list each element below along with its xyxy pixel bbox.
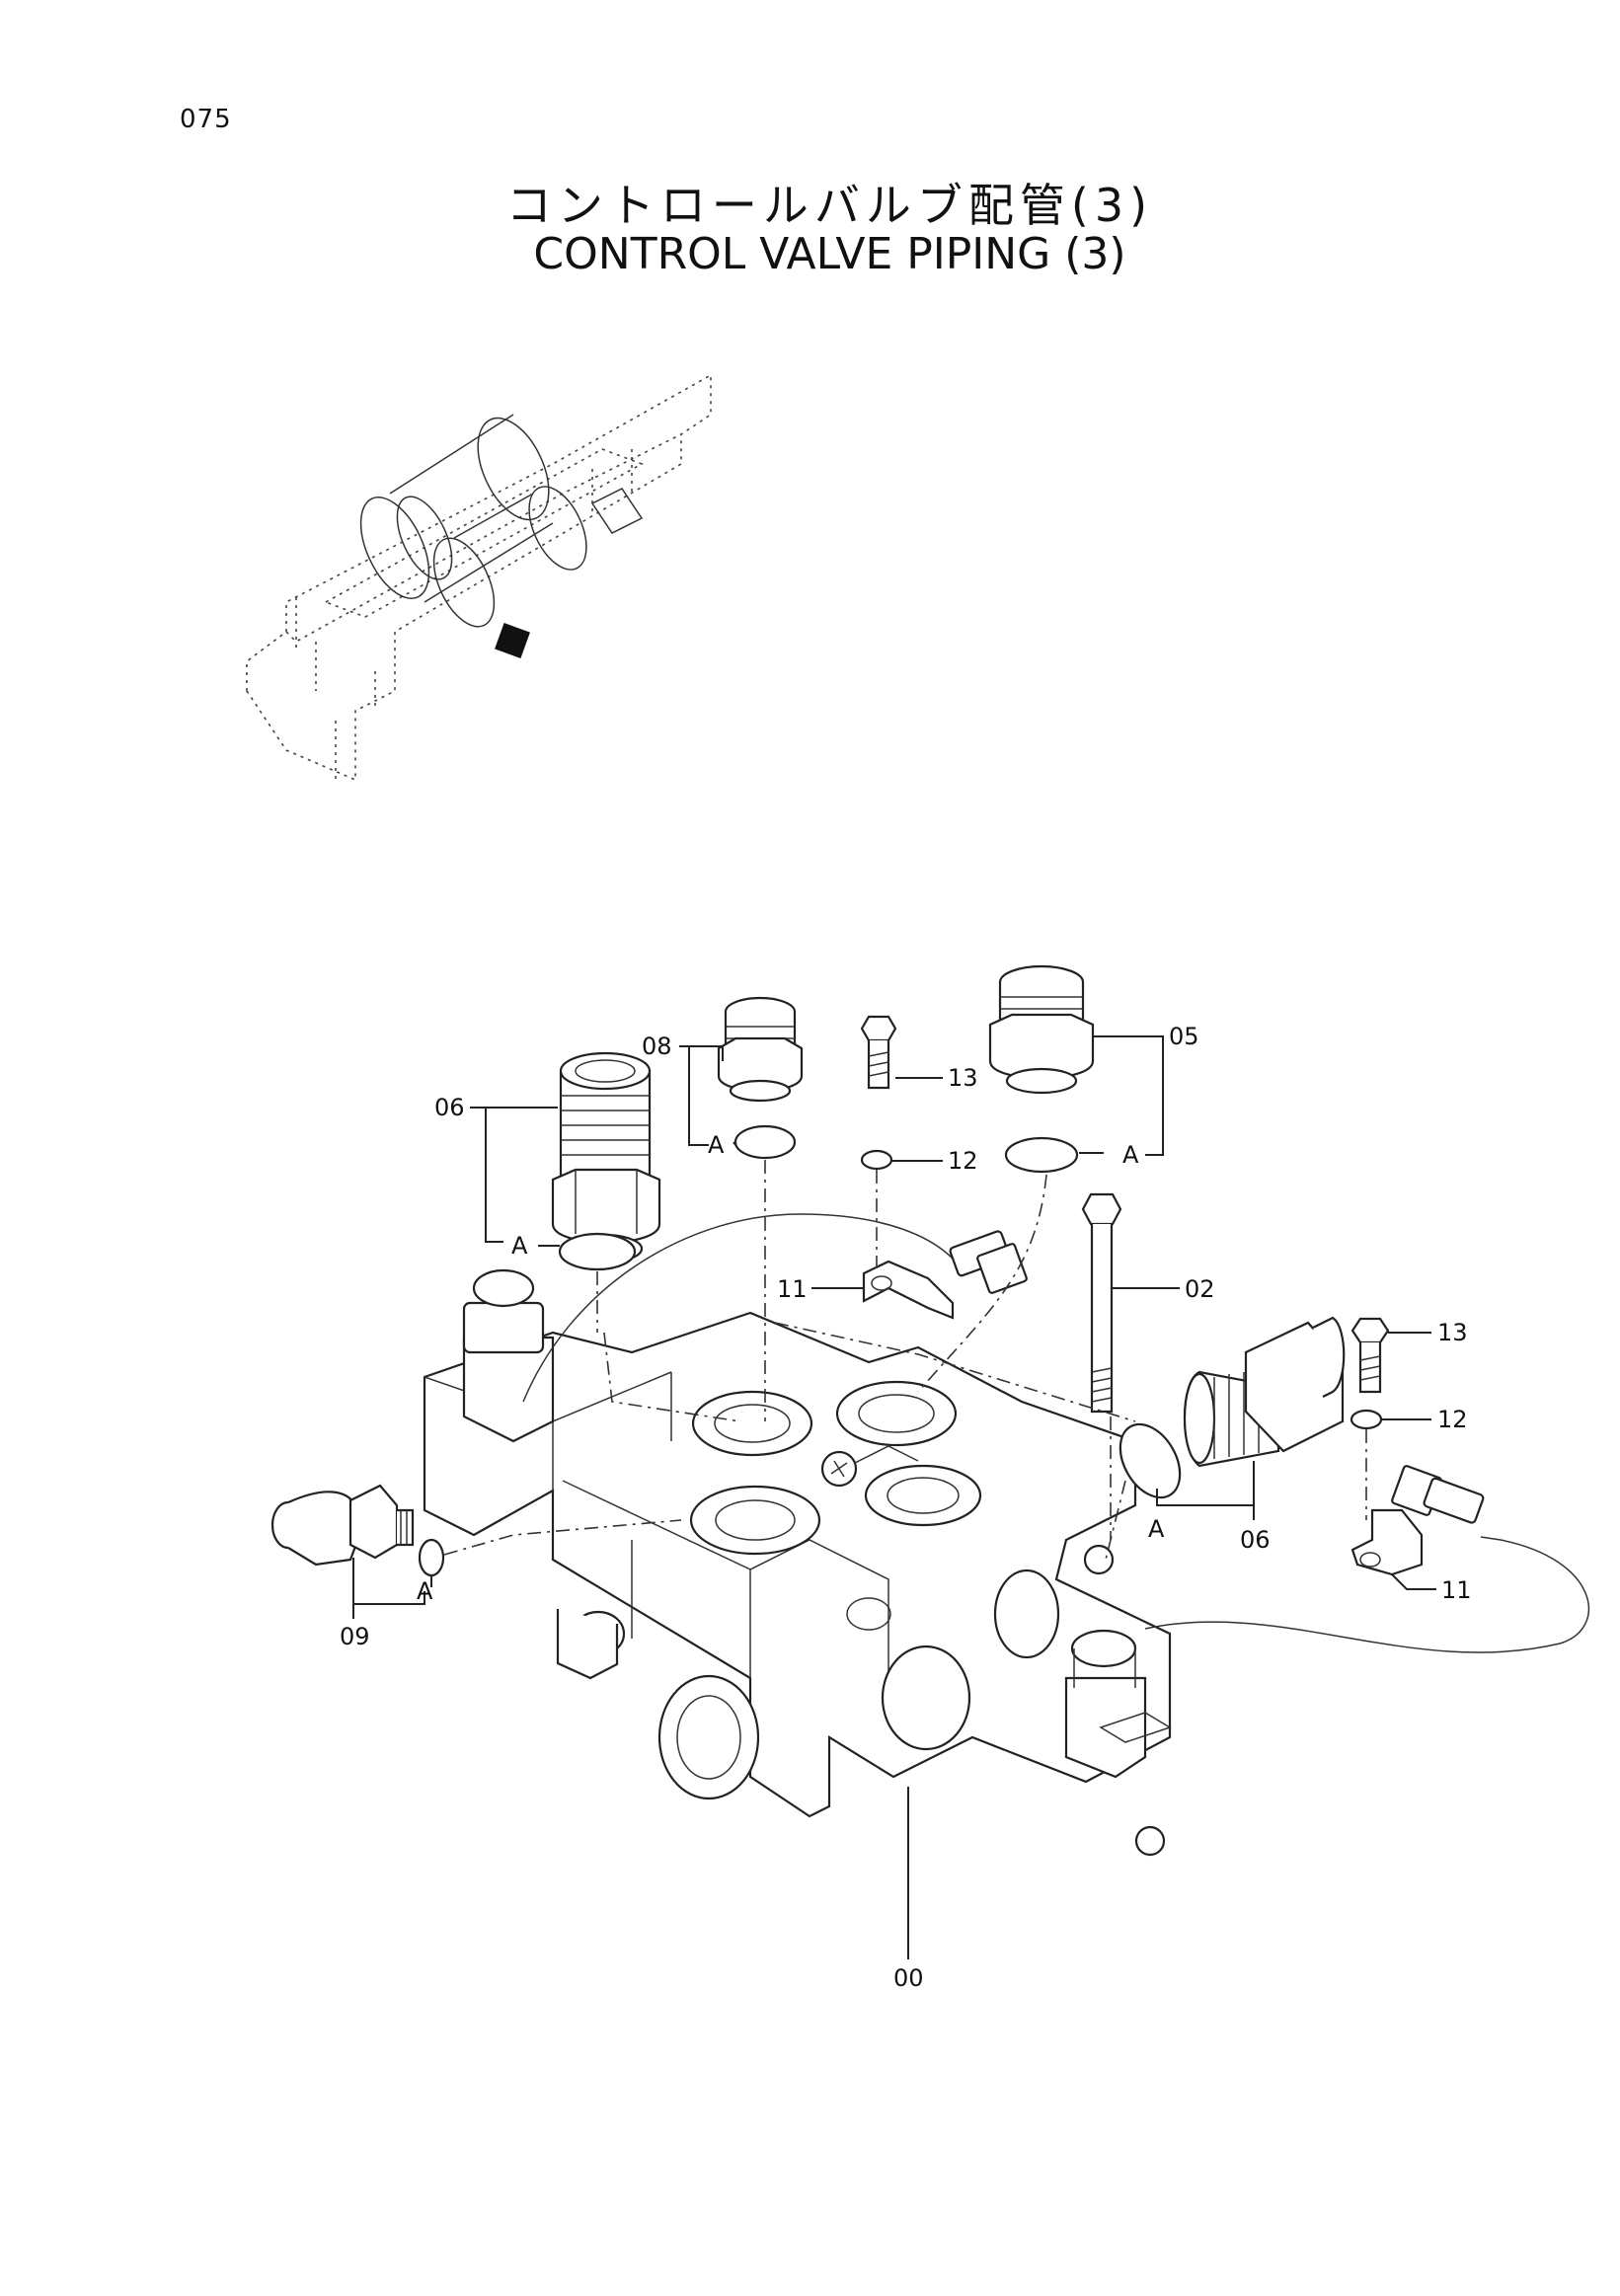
ref-a-08: A xyxy=(708,1131,725,1159)
ref-a-06-left: A xyxy=(511,1232,528,1260)
page-number: 075 xyxy=(180,105,232,134)
bolt-02 xyxy=(1081,1192,1122,1414)
callout-06-right: 06 xyxy=(1240,1526,1271,1554)
center-lines xyxy=(443,1160,1367,1561)
callout-08: 08 xyxy=(642,1033,672,1060)
washer-12-right xyxy=(1350,1409,1383,1430)
bolt-13-right xyxy=(1350,1317,1390,1394)
callout-13-right: 13 xyxy=(1437,1319,1468,1346)
fitting-08 xyxy=(717,996,804,1103)
callout-12-right: 12 xyxy=(1437,1406,1468,1433)
washer-12-top xyxy=(860,1149,893,1171)
callout-11-top: 11 xyxy=(777,1275,808,1303)
ref-a-05: A xyxy=(1122,1141,1139,1169)
o-ring-08 xyxy=(733,1124,797,1160)
bracket-11-top xyxy=(862,1260,955,1320)
harness-wires xyxy=(522,1213,1590,1653)
valve-location-marker xyxy=(495,623,530,658)
bracket-11-right xyxy=(1350,1508,1424,1576)
leader-lines xyxy=(352,1035,1436,1959)
callout-11-right: 11 xyxy=(1441,1576,1472,1604)
callout-13-top: 13 xyxy=(948,1064,978,1092)
fitting-06-left xyxy=(551,1051,661,1264)
elbow-fitting-09 xyxy=(270,1484,415,1567)
ref-a-06-right: A xyxy=(1148,1515,1165,1543)
o-ring-09 xyxy=(418,1538,445,1577)
callout-05: 05 xyxy=(1169,1023,1199,1050)
callout-06-left: 06 xyxy=(434,1094,465,1121)
callout-09: 09 xyxy=(340,1623,370,1650)
o-ring-06-left xyxy=(558,1232,637,1271)
bolt-13-top xyxy=(860,1015,897,1090)
callout-12-top: 12 xyxy=(948,1147,978,1175)
control-valve-body xyxy=(423,1268,1172,1857)
fitting-06-right xyxy=(1183,1316,1346,1468)
o-ring-06-right xyxy=(1119,1422,1182,1499)
callout-00: 00 xyxy=(893,1964,924,1992)
fitting-05 xyxy=(988,964,1095,1095)
location-thumbnail xyxy=(246,373,712,782)
title-japanese: コントロールバルブ配管(3) xyxy=(505,179,1154,232)
ref-a-09: A xyxy=(417,1577,433,1605)
title-english: CONTROL VALVE PIPING (3) xyxy=(533,229,1126,279)
callout-02: 02 xyxy=(1185,1275,1215,1303)
o-ring-05 xyxy=(1004,1136,1079,1174)
